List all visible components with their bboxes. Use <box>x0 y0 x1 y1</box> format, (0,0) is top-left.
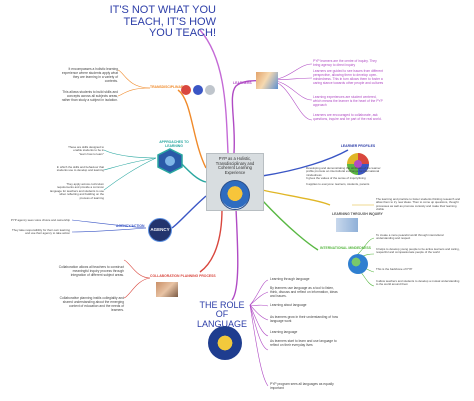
learners-photo <box>256 72 278 89</box>
note-learners-1: PYP learners are the centre of inquiry. … <box>313 59 377 67</box>
center-node-text: PYP as a Holistic, Transdisciplinary and… <box>215 156 255 176</box>
link-inquiry <box>261 189 331 206</box>
branch-international-label: INTERNATIONAL MINDEDNESS <box>320 246 371 250</box>
note-international-3: This is the backbone of PYP <box>376 267 413 271</box>
note-international-2: It helps to develop young people to be a… <box>376 247 460 255</box>
branch-approaches-label: APPROACHES TO LEARNING <box>159 140 189 149</box>
note-language-6: As learners start to learn and use langu… <box>270 339 337 347</box>
collaboration-photo <box>156 282 178 297</box>
note-language-5: Learning language <box>270 330 298 334</box>
branch-agency-label: AGENCY/ACTION <box>116 224 145 228</box>
link-transdisciplinary <box>177 89 207 169</box>
agency-badge-icon: AGENCY <box>148 218 172 242</box>
page-title: IT'S NOT WHAT YOU TEACH, IT'S HOW YOU TE… <box>109 4 216 40</box>
branch-profile-label: LEARNER PROFILES <box>340 144 376 148</box>
globe-icon <box>348 254 368 274</box>
note-inquiry-1: The learning and practice to foster stud… <box>376 197 461 212</box>
note-profile-3: It applies to everyone: learners, studen… <box>306 182 370 186</box>
inquiry-image <box>336 218 358 232</box>
note-learners-3: Learning experiences are student centere… <box>313 95 383 107</box>
note-approaches-1: These are skills designed to enable stud… <box>68 145 104 156</box>
link-language <box>231 208 239 301</box>
link-international <box>261 199 319 251</box>
note-language-3: Learning about language <box>270 303 307 307</box>
note-international-4: It allow teachers and students to develo… <box>376 279 460 287</box>
note-approaches-2: In which the skills and behaviour that s… <box>56 165 104 173</box>
note-collaboration-1: Collaboration allows all teachers to con… <box>58 265 124 277</box>
note-language-7: PYP program sees all languages as equall… <box>270 382 334 390</box>
note-profile-1: Developing and demonstrating the attribu… <box>306 166 381 177</box>
note-transdisciplinary-2: This allows students to build skills and… <box>61 90 118 102</box>
note-language-2: By learners use language as a tool to li… <box>270 286 338 298</box>
branch-language-label: THE ROLE OF LANGUAGE <box>196 300 247 329</box>
language-logo-icon <box>208 326 242 360</box>
branch-collaboration-label: COLLABORATION PLANNING PROCESS <box>150 274 216 278</box>
branch-inquiry-label: LEARNING THROUGH INQUIRY <box>332 212 383 216</box>
note-language-4: As learners grow in their understanding … <box>270 315 338 323</box>
note-approaches-3: They apply across curriculum requirement… <box>50 182 104 200</box>
note-international-1: To create a more peaceful world through … <box>376 233 444 241</box>
link-collaboration <box>199 208 223 273</box>
hexagon-icon <box>157 148 183 174</box>
note-language-1: Learning through language <box>270 277 310 281</box>
note-collaboration-2: Collaborative planning instils collegial… <box>59 296 124 312</box>
link-title <box>199 29 229 154</box>
note-learners-2: Learners are guided to see issues from d… <box>313 69 384 85</box>
link-agency <box>171 195 207 229</box>
profile-wheel-icon <box>347 153 369 175</box>
circles-icon <box>181 85 215 95</box>
ib-logo-icon <box>220 180 250 210</box>
note-learners-4: Learners are encouraged to collaborate, … <box>313 113 382 121</box>
center-node: PYP as a Holistic, Transdisciplinary and… <box>206 153 264 211</box>
note-profile-2: It gives the values of the sense of inqu… <box>306 176 366 180</box>
branch-transdisciplinarity-label: TRANSDISCIPLINARITY <box>150 85 189 89</box>
link-profile <box>261 149 349 177</box>
note-agency-2: They take responsibility for their own l… <box>12 228 71 236</box>
note-transdisciplinary-1: It encompasses a holistic learning exper… <box>61 67 118 83</box>
note-agency-1: PYP agency sees voice choice and ownersh… <box>10 218 70 222</box>
branch-learners-label: LEARNERS <box>233 81 252 85</box>
link-learners <box>231 79 269 154</box>
